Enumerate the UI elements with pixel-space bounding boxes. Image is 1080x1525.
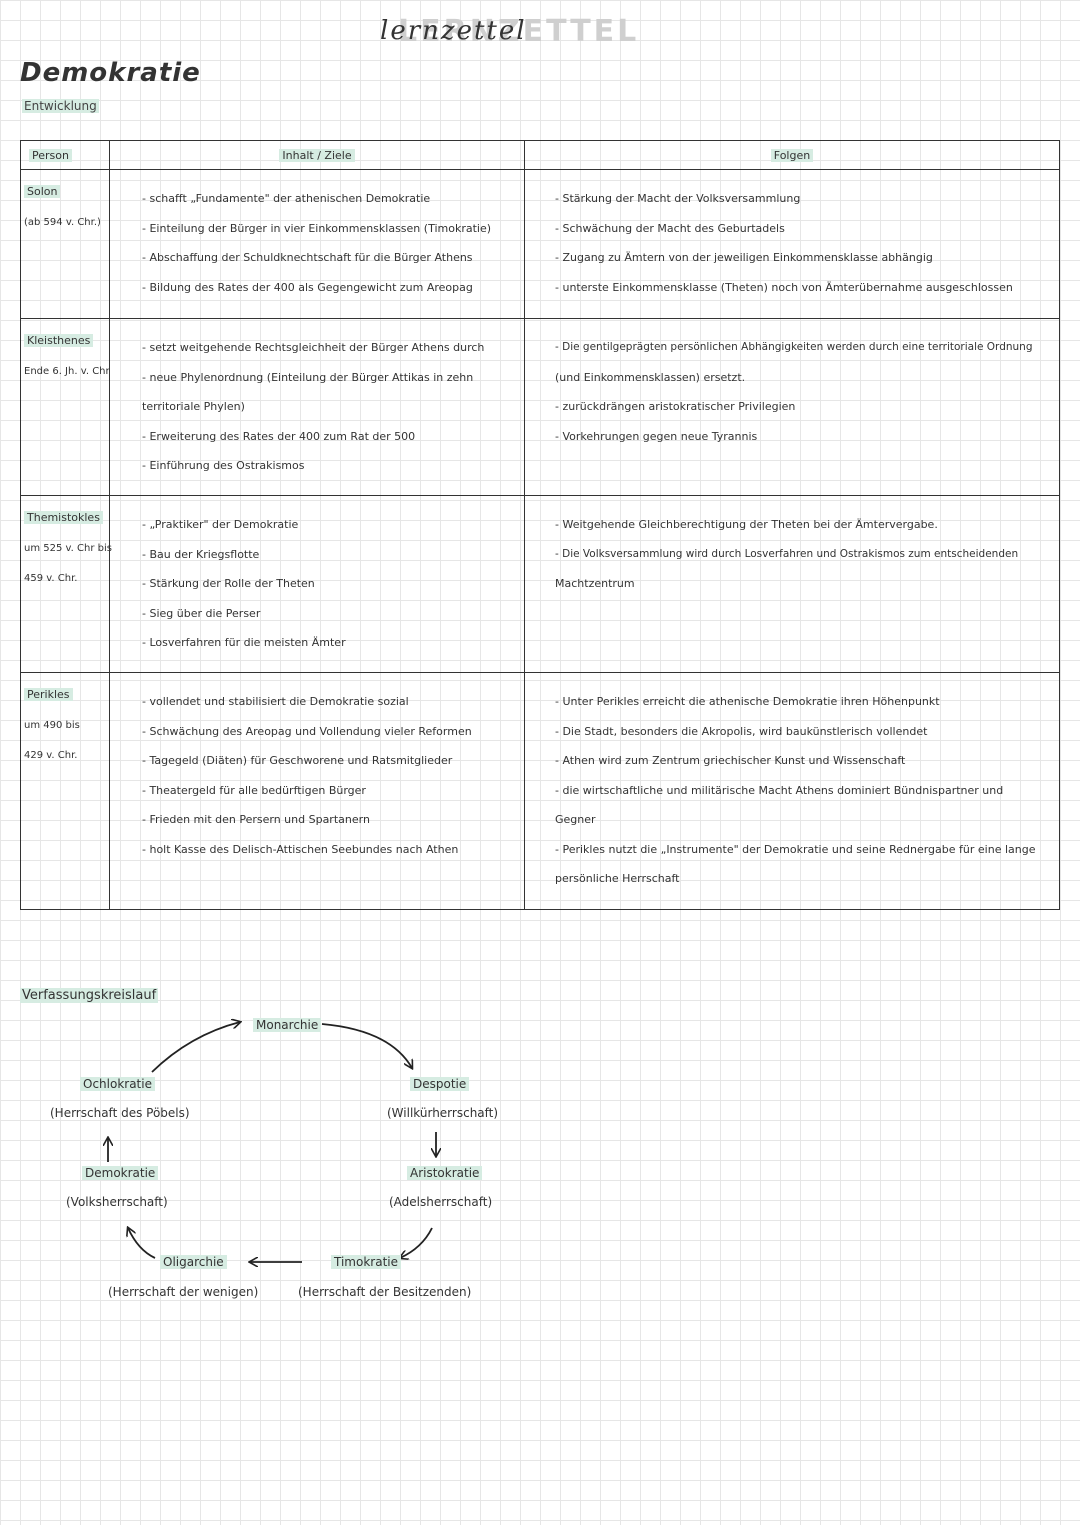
consequences-cell: - Die gentilgeprägten persönlichen Abhän… — [524, 318, 1060, 496]
list-item: - Schwächung des Areopag und Vollendung … — [142, 724, 472, 738]
list-item: persönliche Herrschaft — [555, 872, 680, 885]
list-item: - Schwächung der Macht des Geburtadels — [555, 221, 785, 235]
arrow-monarchie-to-despotie — [321, 1023, 412, 1068]
list-item: - setzt weitgehende Rechtsgleichheit der… — [142, 341, 485, 354]
list-item: - Athen wird zum Zentrum griechischer Ku… — [555, 754, 906, 767]
cycle-section-title: Verfassungskreislauf — [20, 988, 159, 1003]
list-item: - Die Stadt, besonders die Akropolis, wi… — [555, 724, 928, 738]
cycle-timokratie: Timokratie — [331, 1255, 401, 1269]
list-item: - zurückdrängen aristokratischer Privile… — [555, 400, 796, 413]
cycle-timokratie-desc: (Herrschaft der Besitzenden) — [298, 1285, 472, 1299]
list-item: - Perikles nutzt die „Instrumente" der D… — [555, 842, 1036, 856]
list-item: - holt Kasse des Delisch-Attischen Seebu… — [142, 842, 459, 856]
list-item: - Weitgehende Gleichberechtigung der The… — [555, 518, 938, 531]
person-name: Solon — [24, 185, 61, 198]
consequences-cell: - Weitgehende Gleichberechtigung der The… — [524, 495, 1060, 673]
list-item: territoriale Phylen) — [142, 400, 245, 413]
list-item: - Stärkung der Macht der Volksversammlun… — [555, 192, 801, 205]
list-item: - vollendet und stabilisiert die Demokra… — [142, 695, 409, 708]
list-item: Machtzentrum — [555, 577, 635, 590]
list-item: - Erweiterung des Rates der 400 zum Rat … — [142, 429, 416, 443]
header-person: Person — [20, 140, 110, 170]
content-cell: - setzt weitgehende Rechtsgleichheit der… — [109, 318, 525, 496]
cycle-monarchie: Monarchie — [253, 1018, 322, 1032]
cycle-demokratie-desc: (Volksherrschaft) — [66, 1195, 168, 1209]
arrow-oligarchie-to-demokratie — [128, 1228, 156, 1259]
list-item: - schafft „Fundamente" der athenischen D… — [142, 192, 431, 205]
list-item: - neue Phylenordnung (Einteilung der Bür… — [142, 370, 474, 384]
list-item: (und Einkommensklassen) ersetzt. — [555, 370, 746, 384]
list-item: - Die gentilgeprägten persönlichen Abhän… — [555, 341, 1033, 353]
person-cell: Kleisthenes Ende 6. Jh. v. Chr — [20, 318, 110, 496]
header-content-label: Inhalt / Ziele — [279, 148, 355, 162]
cycle-ochlokratie-desc: (Herrschaft des Pöbels) — [50, 1106, 190, 1120]
person-date: 429 v. Chr. — [24, 750, 78, 761]
cycle-ochlokratie: Ochlokratie — [80, 1077, 155, 1091]
arrow-aristokratie-to-timokratie — [400, 1227, 433, 1258]
page-title: Demokratie — [20, 58, 201, 88]
consequences-cell: - Unter Perikles erreicht die athenische… — [524, 672, 1060, 910]
cycle-oligarchie: Oligarchie — [160, 1255, 227, 1269]
page-header-script-text: lernzettel — [380, 16, 527, 46]
table-row: Perikles um 490 bis 429 v. Chr. - vollen… — [20, 672, 1060, 910]
person-name: Kleisthenes — [24, 334, 94, 347]
cycle-aristokratie-desc: (Adelsherrschaft) — [389, 1195, 493, 1209]
list-item: - „Praktiker" der Demokratie — [142, 518, 299, 531]
table-row: Kleisthenes Ende 6. Jh. v. Chr - setzt w… — [20, 318, 1060, 496]
list-item: - Stärkung der Rolle der Theten — [142, 577, 315, 590]
list-item: - Bau der Kriegsflotte — [142, 547, 260, 561]
table-row: Solon (ab 594 v. Chr.) - schafft „Fundam… — [20, 169, 1060, 319]
content-cell: - schafft „Fundamente" der athenischen D… — [109, 169, 525, 319]
list-item: - Einführung des Ostrakismos — [142, 459, 305, 472]
list-item: - Zugang zu Ämtern von der jeweiligen Ei… — [555, 251, 933, 264]
page-header-block-text: LERNZETTEL — [398, 14, 640, 49]
list-item: - Die Volksversammlung wird durch Losver… — [555, 547, 1019, 560]
person-date: Ende 6. Jh. v. Chr — [24, 366, 110, 377]
list-item: - Unter Perikles erreicht die athenische… — [555, 695, 940, 708]
person-cell: Perikles um 490 bis 429 v. Chr. — [20, 672, 110, 910]
table-row: Themistokles um 525 v. Chr bis 459 v. Ch… — [20, 495, 1060, 673]
cycle-aristokratie: Aristokratie — [407, 1166, 483, 1180]
person-name: Perikles — [24, 688, 73, 701]
list-item: - Theatergeld für alle bedürftigen Bürge… — [142, 783, 366, 797]
list-item: - Abschaffung der Schuldknechtschaft für… — [142, 251, 473, 264]
section-subtitle: Entwicklung — [22, 99, 99, 113]
person-date: 459 v. Chr. — [24, 573, 78, 584]
consequences-cell: - Stärkung der Macht der Volksversammlun… — [524, 169, 1060, 319]
person-cell: Solon (ab 594 v. Chr.) — [20, 169, 110, 319]
list-item: - unterste Einkommensklasse (Theten) noc… — [555, 280, 1013, 294]
list-item: Gegner — [555, 813, 596, 826]
content-cell: - „Praktiker" der Demokratie - Bau der K… — [109, 495, 525, 673]
person-date: um 490 bis — [24, 720, 80, 731]
person-date: um 525 v. Chr bis — [24, 543, 112, 554]
person-date: (ab 594 v. Chr.) — [24, 217, 101, 228]
list-item: - Bildung des Rates der 400 als Gegengew… — [142, 280, 473, 294]
list-item: - Vorkehrungen gegen neue Tyrannis — [555, 429, 758, 443]
cycle-despotie: Despotie — [410, 1077, 470, 1091]
list-item: - Einteilung der Bürger in vier Einkomme… — [142, 221, 492, 235]
cycle-oligarchie-desc: (Herrschaft der wenigen) — [108, 1285, 259, 1299]
person-cell: Themistokles um 525 v. Chr bis 459 v. Ch… — [20, 495, 112, 673]
list-item: - Tagegeld (Diäten) für Geschworene und … — [142, 754, 453, 767]
cycle-demokratie: Demokratie — [82, 1166, 159, 1180]
person-name: Themistokles — [24, 511, 103, 524]
content-cell: - vollendet und stabilisiert die Demokra… — [109, 672, 525, 910]
cycle-despotie-desc: (Willkürherrschaft) — [387, 1106, 499, 1120]
list-item: - Sieg über die Perser — [142, 606, 261, 620]
development-table: Person Inhalt / Ziele Folgen Solon (ab 5… — [20, 140, 1060, 910]
list-item: - Frieden mit den Persern und Spartanern — [142, 813, 370, 826]
list-item: - Losverfahren für die meisten Ämter — [142, 636, 346, 649]
arrow-ochlokratie-to-monarchie — [151, 1022, 240, 1073]
header-consequences-label: Folgen — [770, 148, 814, 162]
header-person-label: Person — [29, 148, 72, 162]
table-header-row: Person Inhalt / Ziele Folgen — [20, 140, 1060, 170]
header-content: Inhalt / Ziele — [109, 140, 525, 170]
list-item: - die wirtschaftliche und militärische M… — [555, 783, 1004, 797]
